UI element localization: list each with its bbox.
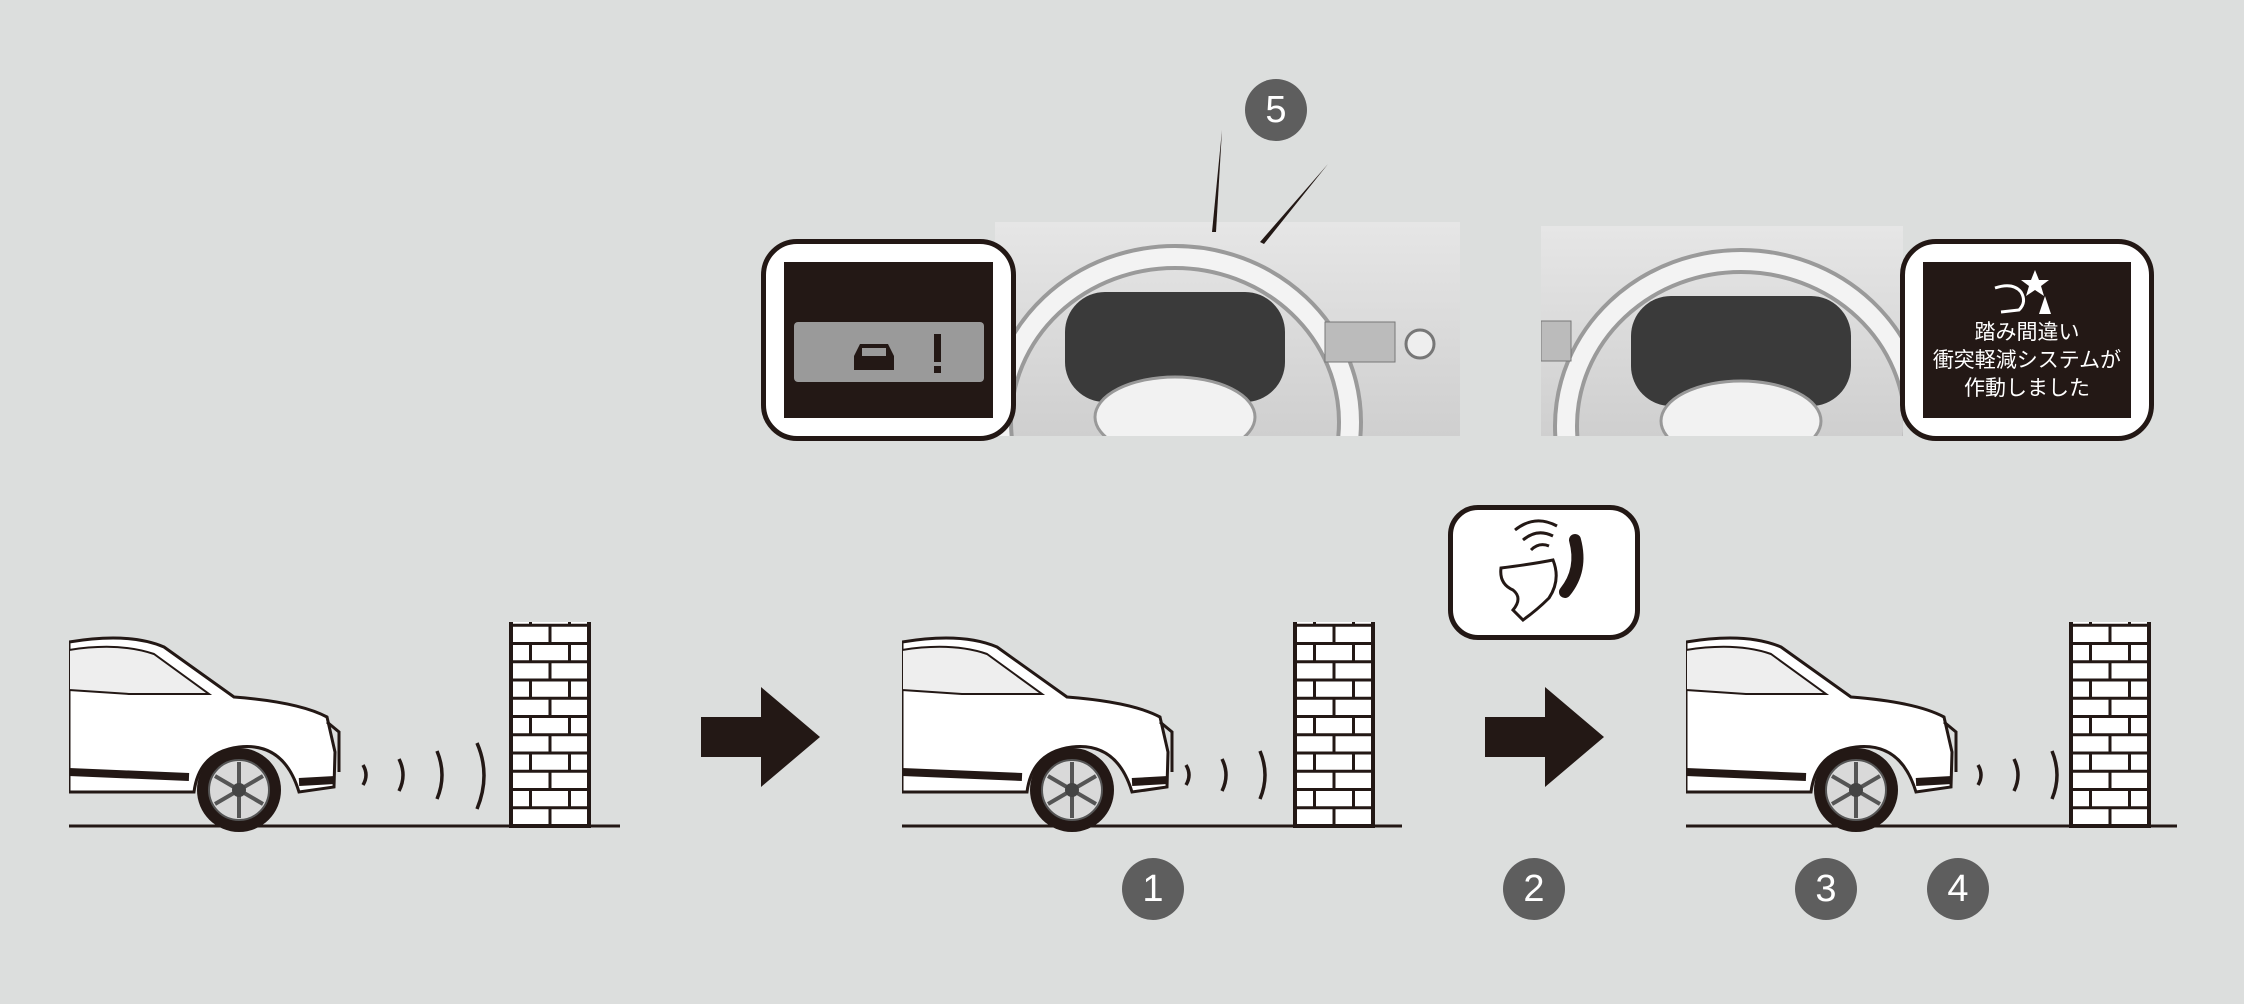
warning-banner — [794, 322, 984, 382]
sonar-wave-icon — [1184, 741, 1309, 811]
callout-number-1: 1 — [1122, 858, 1184, 920]
message-line-2: 衝突軽減システムが — [1932, 348, 2122, 372]
callout-number-3: 3 — [1795, 858, 1857, 920]
car — [1686, 638, 1956, 832]
car — [902, 638, 1172, 832]
right-arrow-icon — [1485, 687, 1604, 787]
pedal-callout — [1448, 505, 1640, 640]
sonar-wave-icon — [361, 741, 486, 811]
car-scene-3 — [1686, 622, 2177, 832]
car-warning-icon — [854, 334, 941, 373]
callout-number-5: 5 — [1245, 79, 1307, 141]
car-scene-1 — [69, 622, 620, 832]
instrument-display: 踏み間違い 衝突軽減システムが 作動しました — [1923, 262, 2131, 418]
instrument-display — [784, 262, 993, 418]
car-scene-2 — [902, 622, 1402, 832]
dashboard-left — [995, 222, 1460, 436]
brick-wall-icon — [2069, 622, 2151, 828]
car — [69, 638, 339, 832]
dashboard-right — [1541, 226, 1903, 436]
callout-number-4: 4 — [1927, 858, 1989, 920]
message-line-3: 作動しました — [1964, 376, 2090, 400]
brick-wall-icon — [509, 622, 591, 828]
brick-wall-icon — [1293, 622, 1375, 828]
callout-number-2: 2 — [1503, 858, 1565, 920]
display-callout-left — [761, 239, 1016, 441]
callout-pointer-lines — [1212, 130, 1328, 244]
message-line-1: 踏み間違い — [1974, 320, 2080, 344]
display-callout-right: 踏み間違い 衝突軽減システムが 作動しました — [1900, 239, 2154, 441]
foot-pedal-icon — [1499, 519, 1584, 622]
pedal-misapplication-icon — [1994, 270, 2051, 314]
right-arrow-icon — [701, 687, 820, 787]
